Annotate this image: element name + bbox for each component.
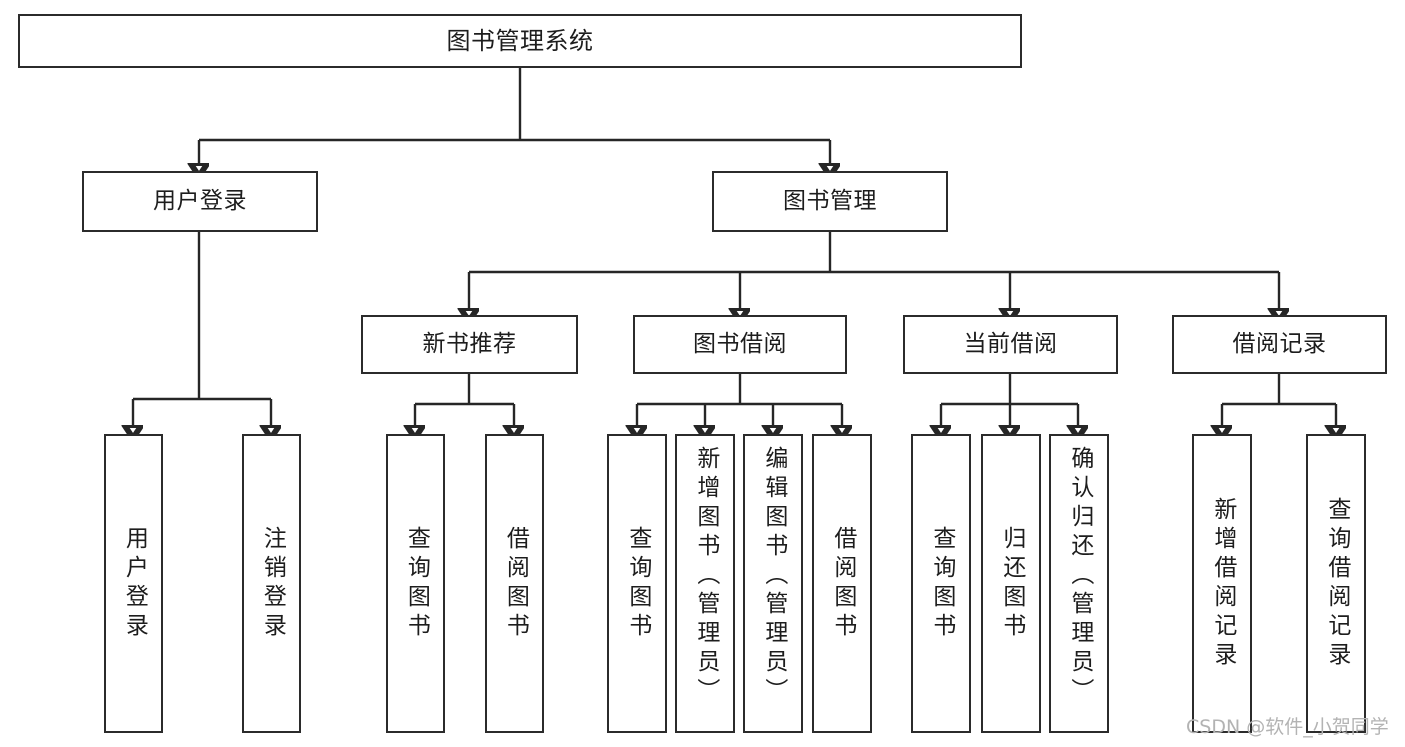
node-borrow-record[interactable]: 借阅记录 bbox=[1172, 315, 1387, 374]
leaf-edit-book[interactable]: 编辑图书（管理员） bbox=[743, 434, 803, 733]
node-label: 注销登录 bbox=[259, 525, 286, 642]
node-label: 图书借阅 bbox=[693, 330, 787, 357]
node-label: 新增图书（管理员） bbox=[692, 446, 719, 707]
node-label: 当前借阅 bbox=[963, 330, 1058, 357]
node-label: 确认归还（管理员） bbox=[1066, 446, 1093, 707]
node-label: 新增借阅记录 bbox=[1209, 496, 1236, 671]
leaf-return-book[interactable]: 归还图书 bbox=[981, 434, 1041, 733]
node-label: 借阅记录 bbox=[1232, 330, 1327, 357]
node-label: 新书推荐 bbox=[422, 330, 517, 357]
leaf-confirm-return[interactable]: 确认归还（管理员） bbox=[1049, 434, 1109, 733]
node-user-login[interactable]: 用户登录 bbox=[82, 171, 318, 232]
leaf-query-book-borrow[interactable]: 查询图书 bbox=[607, 434, 667, 733]
node-label: 图书管理系统 bbox=[446, 26, 594, 55]
leaf-logout-login[interactable]: 注销登录 bbox=[242, 434, 301, 733]
csdn-watermark: CSDN @软件_小贺同学 bbox=[1186, 716, 1389, 738]
leaf-borrow-book-recommend[interactable]: 借阅图书 bbox=[485, 434, 544, 733]
node-label: 借阅图书 bbox=[829, 525, 856, 642]
node-label: 查询借阅记录 bbox=[1323, 496, 1350, 671]
node-label: 用户登录 bbox=[153, 187, 247, 214]
node-label: 查询图书 bbox=[403, 525, 430, 642]
node-label: 图书管理 bbox=[783, 187, 877, 214]
leaf-query-borrow-record[interactable]: 查询借阅记录 bbox=[1306, 434, 1366, 733]
node-label: 编辑图书（管理员） bbox=[760, 446, 787, 707]
node-label: 查询图书 bbox=[928, 525, 955, 642]
node-label: 归还图书 bbox=[998, 525, 1025, 642]
leaf-borrow-book-borrow[interactable]: 借阅图书 bbox=[812, 434, 872, 733]
node-book-borrow[interactable]: 图书借阅 bbox=[633, 315, 847, 374]
leaf-user-login[interactable]: 用户登录 bbox=[104, 434, 163, 733]
leaf-add-book[interactable]: 新增图书（管理员） bbox=[675, 434, 735, 733]
leaf-query-book-recommend[interactable]: 查询图书 bbox=[386, 434, 445, 733]
leaf-add-borrow-record[interactable]: 新增借阅记录 bbox=[1192, 434, 1252, 733]
node-label: 用户登录 bbox=[121, 525, 148, 642]
node-new-book-recommend[interactable]: 新书推荐 bbox=[361, 315, 578, 374]
node-current-borrow[interactable]: 当前借阅 bbox=[903, 315, 1118, 374]
node-label: 查询图书 bbox=[624, 525, 651, 642]
leaf-query-book-current[interactable]: 查询图书 bbox=[911, 434, 971, 733]
node-root-system[interactable]: 图书管理系统 bbox=[18, 14, 1022, 68]
node-book-management[interactable]: 图书管理 bbox=[712, 171, 948, 232]
node-label: 借阅图书 bbox=[502, 525, 529, 642]
